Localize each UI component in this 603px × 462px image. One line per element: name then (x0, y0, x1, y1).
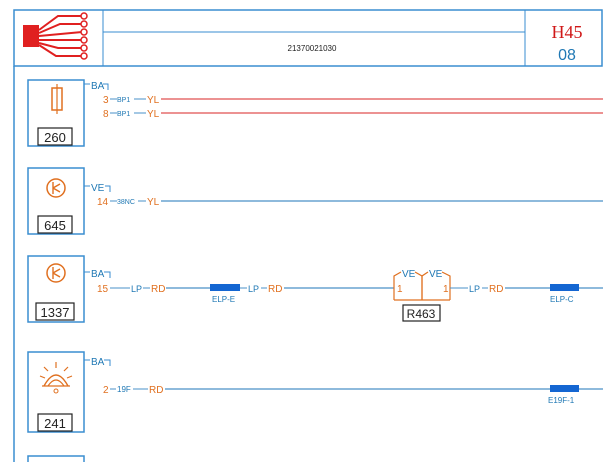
header: 21370021030 H45 08 (13, 9, 603, 67)
connector-label: BA (91, 81, 105, 92)
wire-color: RD (268, 284, 282, 295)
component-id: 645 (44, 218, 66, 233)
wire-code: 19F (117, 385, 131, 394)
pin-number: 8 (103, 109, 109, 120)
fuse-icon (51, 84, 63, 114)
component-frame (27, 167, 85, 235)
page-number: 08 (558, 47, 576, 64)
component-id: 241 (44, 416, 66, 431)
component-241: 241 BA 2 (27, 351, 111, 433)
connector-logo-icon (23, 12, 88, 60)
wire-code: BP1 (117, 97, 130, 104)
component-id-box (37, 127, 73, 146)
component-frame (27, 255, 85, 323)
connector-label: VE (402, 269, 416, 280)
wire-code: BP1 (117, 111, 130, 118)
splice-label: ELP-C (550, 295, 574, 304)
pin-number: 1 (397, 284, 403, 295)
component-1337: 1337 BA 15 (27, 255, 111, 323)
component-260: 260 BA 3 8 (27, 79, 109, 147)
wire-645-14: 38NC YL (110, 197, 603, 208)
page-code: H45 (552, 22, 583, 42)
wire-color: YL (147, 109, 160, 120)
wire-color: RD (489, 284, 503, 295)
wire-code: 38NC (117, 199, 135, 206)
pin-number: 1 (443, 284, 449, 295)
wire-color: RD (149, 385, 163, 396)
wire-code: LP (131, 284, 142, 294)
wire-260-8: BP1 YL (110, 109, 603, 120)
wire-241-2: 19F RD E19F-1 (110, 385, 603, 405)
component-id-box (37, 413, 73, 432)
connector-id: R463 (407, 307, 436, 321)
ground-icon (46, 178, 66, 198)
component-id: 1337 (41, 305, 70, 320)
pin-number: 3 (103, 95, 109, 106)
connector-label: VE (91, 183, 105, 194)
component-id: 260 (44, 130, 66, 145)
wire-1337-15: LP RD ELP-E LP RD (110, 284, 394, 304)
component-frame (27, 351, 85, 433)
connector-label: BA (91, 269, 105, 280)
component-frame (27, 79, 85, 147)
splice-marker (550, 284, 579, 291)
pin-number: 14 (97, 197, 109, 208)
wire-code: LP (248, 284, 259, 294)
wire-color: RD (151, 284, 165, 295)
doc-code: 21370021030 (288, 44, 337, 53)
connector-label: VE (429, 269, 443, 280)
wire-color: YL (147, 95, 160, 106)
wire-color: YL (147, 197, 160, 208)
component-frame-partial (27, 455, 85, 462)
connector-r463: VE VE 1 1 R463 (393, 269, 451, 322)
splice-marker (550, 385, 579, 392)
connector-label: BA (91, 357, 105, 368)
lamp-icon (39, 362, 73, 394)
pin-number: 2 (103, 385, 109, 396)
splice-label: ELP-E (212, 295, 235, 304)
ground-icon (46, 263, 66, 283)
wire-code: LP (469, 284, 480, 294)
component-645: 645 VE 14 (27, 167, 111, 235)
header-border (13, 9, 603, 67)
splice-marker (210, 284, 240, 291)
component-id-box (37, 215, 73, 234)
component-id-box (35, 302, 75, 321)
wire-260-3: BP1 YL (110, 95, 603, 106)
connector-id-box (402, 304, 441, 322)
wire-r463-out: LP RD ELP-C (450, 284, 603, 304)
pin-number: 15 (97, 284, 109, 295)
splice-label: E19F-1 (548, 396, 575, 405)
